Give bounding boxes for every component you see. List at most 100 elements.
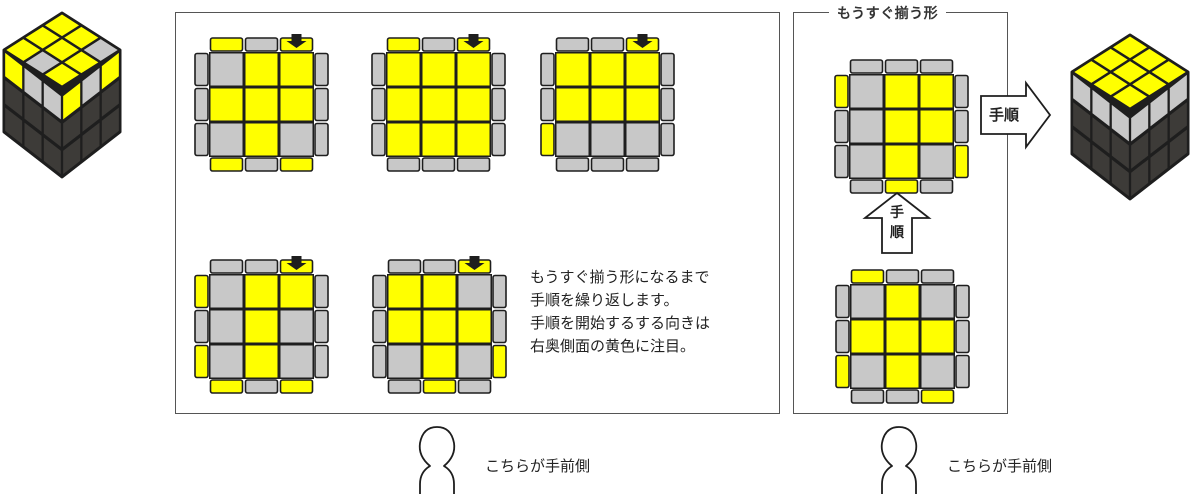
side-sticker-bottom <box>884 179 919 194</box>
face-sticker <box>423 275 456 308</box>
side-sticker-left <box>194 309 209 344</box>
face-sticker <box>886 320 919 353</box>
side-sticker-right <box>492 274 507 309</box>
pattern-1 <box>194 34 329 172</box>
side-sticker-left <box>371 122 386 157</box>
face-sticker <box>245 275 278 308</box>
cube-side-sticker <box>1111 159 1129 197</box>
side-sticker-right <box>954 74 969 109</box>
side-sticker-bottom <box>919 179 954 194</box>
cube-side-sticker <box>1092 144 1110 182</box>
side-sticker-left <box>194 274 209 309</box>
side-sticker-left <box>540 52 555 87</box>
cube-side-sticker <box>82 95 100 132</box>
face-sticker <box>626 53 659 86</box>
side-sticker-right <box>955 284 970 319</box>
pattern-4 <box>194 256 329 394</box>
cube-side-sticker <box>82 122 100 160</box>
side-sticker-right <box>491 52 506 87</box>
face-sticker <box>886 355 919 388</box>
side-sticker-bottom <box>421 157 456 172</box>
face-sticker <box>280 123 313 156</box>
side-sticker-left <box>834 109 849 144</box>
side-sticker-right <box>492 344 507 379</box>
side-sticker-right <box>955 354 970 389</box>
side-sticker-right <box>314 52 329 87</box>
cube-side-sticker <box>43 137 61 175</box>
note-line-3: 手順を開始するする向きは <box>530 314 711 332</box>
side-sticker-top <box>209 259 244 274</box>
cube-side-sticker <box>1092 117 1110 154</box>
face-sticker <box>850 75 883 108</box>
side-sticker-left <box>372 309 387 344</box>
cube-top-sticker <box>1132 73 1167 96</box>
side-sticker-top <box>590 37 625 52</box>
face-sticker <box>626 123 659 156</box>
cube-top-sticker <box>6 39 41 61</box>
side-sticker-left <box>194 87 209 122</box>
face-sticker <box>210 345 243 378</box>
cube-side-sticker <box>1073 129 1091 167</box>
cube-side-sticker <box>1131 159 1149 197</box>
face-sticker <box>920 110 953 143</box>
side-sticker-right <box>660 87 675 122</box>
side-sticker-right <box>954 144 969 179</box>
side-sticker-bottom <box>590 157 625 172</box>
procedure-label: 手順 <box>989 106 1020 124</box>
face-sticker <box>458 345 491 378</box>
side-sticker-bottom <box>625 157 660 172</box>
up-arrow-icon <box>862 191 932 254</box>
side-sticker-top <box>244 259 279 274</box>
side-sticker-left <box>834 74 849 109</box>
cube-body <box>2 11 122 179</box>
face-sticker <box>458 310 491 343</box>
down-arrow-icon <box>463 34 484 48</box>
cube-side-sticker <box>1150 89 1168 127</box>
cube-body <box>1070 33 1190 201</box>
cube-side-sticker <box>63 137 81 175</box>
cube-side-sticker <box>1150 117 1168 154</box>
side-sticker-right <box>954 109 969 144</box>
cube-side-sticker <box>1092 89 1110 127</box>
down-arrow-icon <box>632 34 653 48</box>
face-sticker <box>458 275 491 308</box>
side-sticker-top <box>555 37 590 52</box>
down-arrow-icon <box>464 256 485 270</box>
side-sticker-top <box>885 269 920 284</box>
cube-side-sticker <box>101 80 119 117</box>
side-sticker-right <box>660 122 675 157</box>
side-sticker-bottom <box>244 157 279 172</box>
cube-after-icon <box>1070 33 1190 201</box>
side-sticker-bottom <box>849 179 884 194</box>
pattern-2 <box>371 34 506 172</box>
cube-top-sticker <box>25 51 60 74</box>
procedure-vertical-label-2: 順 <box>890 225 904 241</box>
side-sticker-left <box>194 52 209 87</box>
face-sticker <box>921 320 954 353</box>
cube-side-sticker <box>1169 129 1187 167</box>
cube-side-sticker <box>5 80 23 117</box>
cube-side-sticker <box>101 107 119 145</box>
cube-side-sticker <box>5 107 23 145</box>
note-line-1: もうすぐ揃う形になるまで <box>530 268 710 286</box>
side-sticker-left <box>372 344 387 379</box>
face-sticker <box>851 355 884 388</box>
face-sticker <box>245 310 278 343</box>
cube-side-sticker <box>24 122 42 160</box>
side-sticker-top <box>919 59 954 74</box>
face-sticker <box>245 88 278 121</box>
cube-top-sticker <box>1112 85 1148 108</box>
cube-top-sticker <box>25 26 60 49</box>
cube-top-sticker <box>44 14 80 37</box>
pattern-near-bottom <box>835 269 970 404</box>
side-sticker-right <box>314 309 329 344</box>
side-sticker-top <box>849 59 884 74</box>
side-sticker-top <box>850 269 885 284</box>
side-sticker-bottom <box>920 389 955 404</box>
side-sticker-top <box>422 259 457 274</box>
face-sticker <box>921 355 954 388</box>
pattern-list-panel <box>175 12 780 414</box>
side-sticker-left <box>834 144 849 179</box>
face-sticker <box>245 53 278 86</box>
face-sticker <box>210 123 243 156</box>
